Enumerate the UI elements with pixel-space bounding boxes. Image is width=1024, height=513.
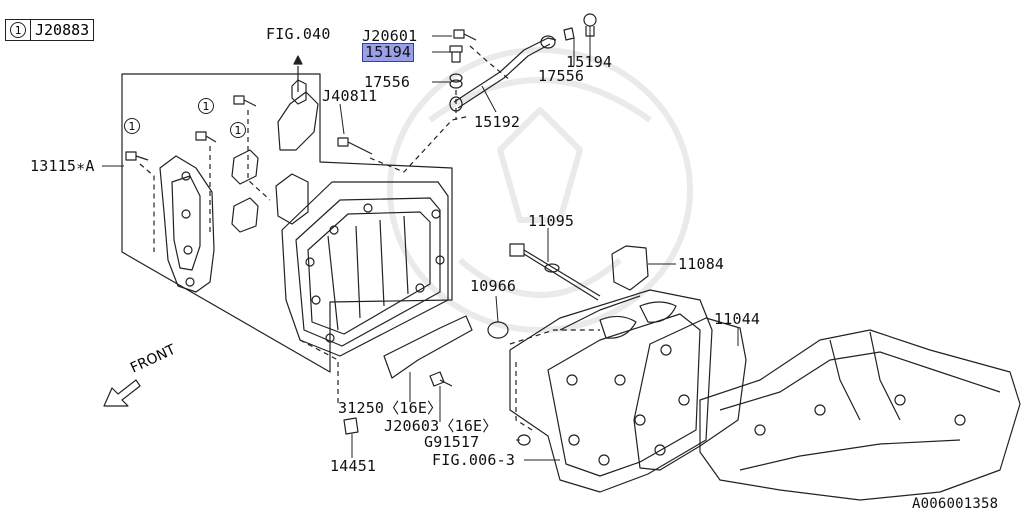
union-bolt-parts xyxy=(449,29,477,89)
oil-pipe-15192 xyxy=(449,13,597,112)
label-10966[interactable]: 10966 xyxy=(470,277,517,295)
cylinder-head xyxy=(509,289,713,493)
label-fig040[interactable]: FIG.040 xyxy=(266,25,331,43)
dowel-14451 xyxy=(343,417,359,435)
gasket-11044 xyxy=(633,317,747,471)
label-j20601[interactable]: J20601 xyxy=(362,27,418,45)
reference-circle-number: 1 xyxy=(10,22,26,38)
watermark-emblem xyxy=(387,47,693,333)
cam-caps xyxy=(231,79,319,233)
bolt-11095 xyxy=(509,243,601,301)
bolts-left xyxy=(125,95,373,161)
label-g91517[interactable]: G91517 xyxy=(424,433,480,451)
reference-code: J20883 xyxy=(35,21,90,39)
diagram-id: A006001358 xyxy=(912,496,999,512)
cam-carrier-assembly xyxy=(281,181,449,357)
label-17556-left[interactable]: 17556 xyxy=(364,73,411,91)
callout-circle-1: 1 xyxy=(198,98,214,114)
group-outline-caps xyxy=(121,73,453,373)
label-17556-right[interactable]: 17556 xyxy=(538,67,585,85)
label-15194-right[interactable]: 15194 xyxy=(566,53,613,71)
label-31250[interactable]: 31250〈16E〉 xyxy=(338,399,443,417)
leader-lines xyxy=(102,26,739,461)
bracket-31250 xyxy=(383,315,473,387)
label-14451[interactable]: 14451 xyxy=(330,457,377,475)
label-11095[interactable]: 11095 xyxy=(528,212,575,230)
bracket-11084 xyxy=(611,245,649,291)
label-11084[interactable]: 11084 xyxy=(678,255,725,273)
label-j40811[interactable]: J40811 xyxy=(322,87,378,105)
label-15192[interactable]: 15192 xyxy=(474,113,521,131)
reference-box: 1 J20883 xyxy=(5,19,95,41)
dashed-leaders xyxy=(139,45,600,431)
callout-circle-3: 1 xyxy=(230,122,246,138)
engine-block xyxy=(699,329,1021,501)
label-j20603[interactable]: J20603〈16E〉 xyxy=(384,417,498,435)
label-13115a[interactable]: 13115∗A xyxy=(30,157,95,175)
label-fig006-3[interactable]: FIG.006-3 xyxy=(432,451,516,469)
plate-13115a xyxy=(159,155,215,293)
label-11044[interactable]: 11044 xyxy=(714,310,761,328)
front-arrow xyxy=(103,379,141,407)
label-15194-highlighted[interactable]: 15194 xyxy=(362,43,415,62)
callout-circle-2: 1 xyxy=(124,118,140,134)
reference-separator xyxy=(30,20,31,40)
